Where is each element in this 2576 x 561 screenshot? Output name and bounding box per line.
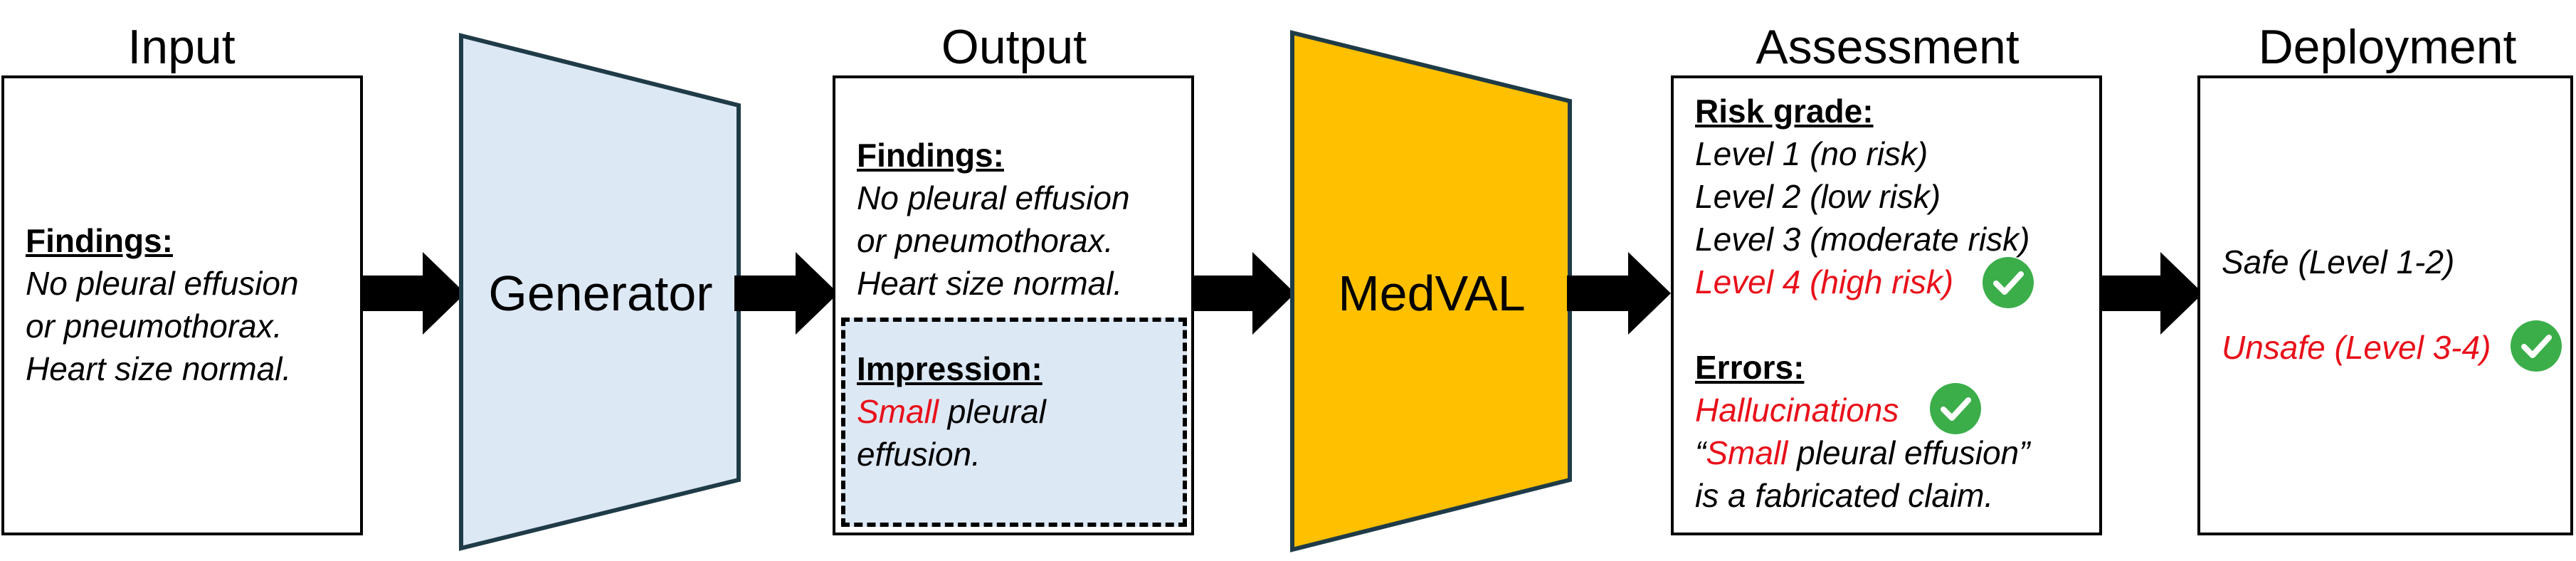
- deployment-safe: Safe (Level 1-2): [2222, 243, 2455, 280]
- input-box: [1, 75, 363, 535]
- medval-label: MedVAL: [1338, 266, 1526, 321]
- output-findings-line-2: or pneumothorax.: [857, 222, 1114, 259]
- assessment-title: Assessment: [1756, 20, 2020, 74]
- input-findings-heading: Findings:: [26, 222, 173, 259]
- impression-rest: pleural: [939, 393, 1046, 430]
- output-findings-line-3: Heart size normal.: [857, 265, 1123, 302]
- input-title: Input: [127, 20, 236, 74]
- arrow-right-icon: [734, 252, 838, 335]
- check-circle-icon: [2511, 320, 2562, 372]
- impression-line-1: Small pleural: [857, 390, 1046, 434]
- arrow-right-icon: [1567, 252, 1671, 335]
- deployment-title: Deployment: [2258, 20, 2517, 74]
- check-circle-icon: [1930, 383, 1981, 434]
- impression-section: [841, 318, 1187, 527]
- deployment-unsafe: Unsafe (Level 3-4): [2222, 329, 2491, 366]
- risk-level-4: Level 4 (high risk): [1695, 263, 1954, 300]
- impression-line-2: effusion.: [857, 436, 981, 473]
- output-findings-line-1: No pleural effusion: [857, 179, 1130, 216]
- input-line-3: Heart size normal.: [26, 350, 292, 387]
- output-title: Output: [941, 20, 1087, 74]
- generator-label: Generator: [488, 266, 713, 321]
- risk-grade-heading: Risk grade:: [1695, 93, 1874, 130]
- quote-rest: pleural effusion”: [1788, 434, 2030, 471]
- arrow-right-icon: [1191, 252, 1295, 335]
- quote-open: “: [1695, 434, 1706, 471]
- generator-shape: [459, 33, 741, 551]
- error-type: Hallucinations: [1695, 392, 1899, 429]
- risk-level-1: Level 1 (no risk): [1695, 135, 1928, 172]
- medval-shape: [1290, 30, 1572, 552]
- deployment-box: [2197, 75, 2573, 535]
- risk-level-3: Level 3 (moderate risk): [1695, 221, 2030, 258]
- arrow-right-icon: [361, 252, 465, 335]
- impression-heading: Impression:: [857, 350, 1042, 387]
- output-findings-heading: Findings:: [857, 137, 1004, 174]
- input-line-1: No pleural effusion: [26, 265, 299, 302]
- arrow-right-icon: [2099, 252, 2203, 335]
- check-circle-icon: [1983, 257, 2034, 308]
- impression-highlight: Small: [857, 393, 939, 430]
- quote-highlight: Small: [1706, 434, 1788, 471]
- error-claim-line: is a fabricated claim.: [1695, 477, 1994, 514]
- error-quote-line: “Small pleural effusion”: [1695, 431, 2029, 475]
- input-line-2: or pneumothorax.: [26, 308, 283, 345]
- errors-heading: Errors:: [1695, 349, 1805, 386]
- risk-level-2: Level 2 (low risk): [1695, 178, 1941, 215]
